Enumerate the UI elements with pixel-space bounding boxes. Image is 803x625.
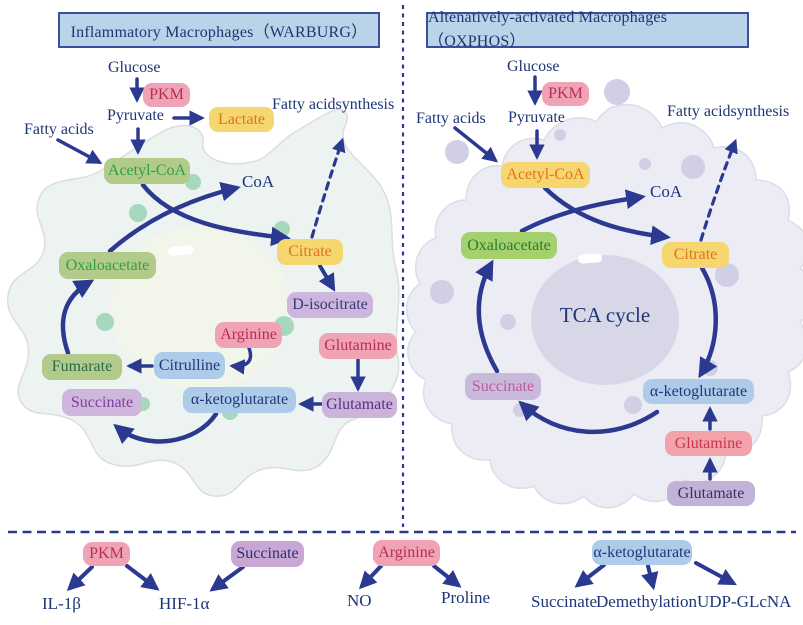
oxaloacetate-node-left: Oxaloacetate xyxy=(59,252,156,279)
arrow-citrate-akg-right xyxy=(698,265,719,379)
arrow-akg-succinate-right xyxy=(518,400,660,435)
alpha-ketoglutarate-node-bottom: α-ketoglutarate xyxy=(592,540,692,565)
arrow-citrate-fattyacidsynthesis-left xyxy=(310,137,346,239)
right-panel-title: Altenatively-activated Macrophages（OXPHO… xyxy=(426,9,749,50)
succinate-node-bottom: Succinate xyxy=(231,541,304,567)
oxaloacetate-node-right: Oxaloacetate xyxy=(461,232,557,259)
fatty-acid-synthesis-label-left: Fatty acidsynthesis xyxy=(272,96,395,113)
acetyl-coa-node-left: Acetyl-CoA xyxy=(104,158,190,184)
citrate-node-right: Citrate xyxy=(662,242,729,268)
succinate-product-label: Succinate xyxy=(531,592,598,611)
tca-cycle-label: TCA cycle xyxy=(559,303,651,327)
pkm-node-bottom: PKM xyxy=(83,542,130,566)
arginine-node-bottom: Arginine xyxy=(373,540,440,566)
arrow-succinate-oxaloacetate-right xyxy=(475,259,500,374)
fumarate-node: Fumarate xyxy=(42,354,122,380)
glutamate-node-right: Glutamate xyxy=(667,481,755,506)
arrow-akg-succinate-bottom xyxy=(574,563,606,588)
arrow-arginine-no xyxy=(358,564,383,590)
alpha-ketoglutarate-node-left: α-ketoglutarate xyxy=(183,387,296,413)
arrow-akg-demethylation xyxy=(641,564,659,591)
demethylation-label: Demethylation xyxy=(596,592,698,611)
arrow-pkm-hif1a xyxy=(125,564,160,591)
fatty-acid-synthesis-label-right: Fatty acidsynthesis xyxy=(667,103,790,120)
right-nucleus-shine xyxy=(578,253,603,264)
glutamate-node-left: Glutamate xyxy=(322,392,397,418)
lactate-node: Lactate xyxy=(209,107,274,132)
arrow-akg-udpglcna xyxy=(694,561,737,586)
arrow-fattyacids-acetylcoa-right xyxy=(453,126,499,163)
arrow-citrate-fattyacidsynthesis-right xyxy=(699,138,738,242)
right-cell-granules xyxy=(430,79,739,417)
citrate-node-left: Citrate xyxy=(277,239,343,265)
fatty-acids-label-left: Fatty acids xyxy=(24,121,94,138)
pkm-node-right: PKM xyxy=(542,82,589,106)
arrow-acetylcoa-citrate-right xyxy=(542,185,671,246)
arrow-akg-succinate-left xyxy=(113,411,219,445)
il-1b-label: IL-1β xyxy=(42,594,81,613)
coa-label-right: CoA xyxy=(650,182,683,201)
arrow-pkm-il1b xyxy=(66,565,94,592)
no-label: NO xyxy=(347,591,372,610)
arrow-arginine-citrulline xyxy=(229,346,253,375)
succinate-node-left: Succinate xyxy=(62,389,142,416)
fatty-acids-label-right: Fatty acids xyxy=(416,110,486,127)
d-isocitrate-node: D-isocitrate xyxy=(287,292,373,318)
proline-label: Proline xyxy=(441,588,491,607)
pyruvate-label-right: Pyruvate xyxy=(508,109,565,126)
arrow-oxaloacetate-coa-right xyxy=(519,189,646,234)
acetyl-coa-node-right: Acetyl-CoA xyxy=(501,162,590,188)
left-nucleus-shine xyxy=(168,245,195,256)
hif-1a-label: HIF-1α xyxy=(159,594,210,613)
arrow-oxaloacetate-coa-left xyxy=(107,181,241,254)
glutamine-node-right: Glutamine xyxy=(665,431,752,456)
arrow-acetylcoa-citrate-left xyxy=(140,182,291,247)
glucose-label-left: Glucose xyxy=(108,59,161,76)
arginine-node-left: Arginine xyxy=(215,322,282,348)
arrow-fumarate-oxaloacetate-left xyxy=(60,279,95,356)
glucose-label-right: Glucose xyxy=(507,58,560,75)
coa-label-left: CoA xyxy=(242,172,275,191)
arrow-arginine-proline xyxy=(432,564,462,588)
arrow-succinate-hif1a xyxy=(209,565,245,592)
arrow-citrate-disocitrate xyxy=(318,264,336,292)
right-cell-nucleus xyxy=(531,255,679,385)
citrulline-node: Citrulline xyxy=(154,352,225,379)
udp-glcna-label: UDP-GLcNA xyxy=(697,592,792,611)
pkm-node-left: PKM xyxy=(143,83,190,107)
pyruvate-label-left: Pyruvate xyxy=(107,107,164,124)
succinate-node-right: Succinate xyxy=(465,373,541,400)
arrow-fattyacids-acetylcoa-left xyxy=(56,138,103,164)
glutamine-node-left: Glutamine xyxy=(319,333,397,359)
alpha-ketoglutarate-node-right: α-ketoglutarate xyxy=(643,379,754,404)
left-panel-title: Inflammatory Macrophages（WARBURG） xyxy=(58,12,380,48)
